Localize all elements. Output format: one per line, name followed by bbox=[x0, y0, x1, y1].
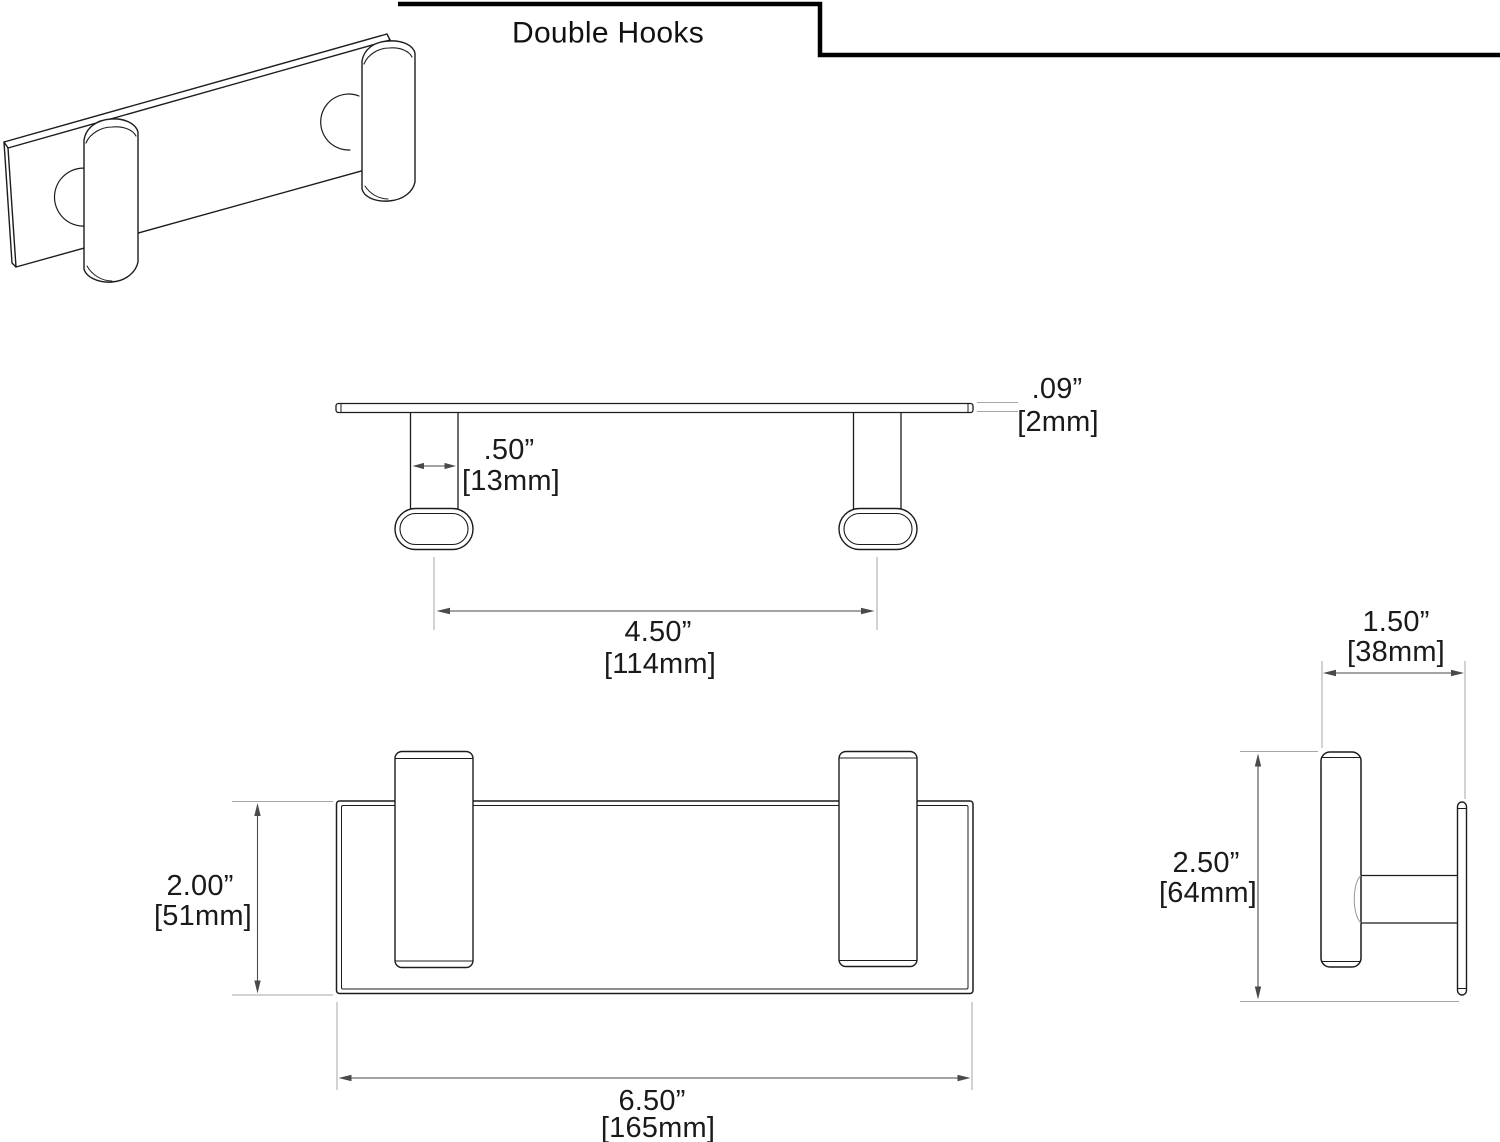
front-view-drawing bbox=[335, 750, 974, 995]
title-block-border bbox=[398, 1, 1500, 58]
front-view-dimension-lines bbox=[254, 803, 971, 1082]
side-view-drawing bbox=[1320, 751, 1468, 996]
dim-hook-height-inches: 2.50” bbox=[1172, 846, 1240, 879]
top-view-drawing bbox=[335, 402, 974, 551]
dim-hook-width-metric: [13mm] bbox=[462, 464, 560, 497]
page-title: Double Hooks bbox=[511, 16, 705, 50]
rear-hook-body bbox=[361, 40, 416, 202]
isometric-view-drawing bbox=[3, 33, 416, 283]
dim-plate-height-inches: 2.00” bbox=[166, 869, 234, 902]
rear-hook-post bbox=[320, 93, 360, 151]
dim-plate-thickness-metric: [2mm] bbox=[1017, 405, 1099, 438]
dim-plate-thickness-inches: .09” bbox=[1031, 372, 1083, 405]
front-view-extension-lines bbox=[232, 801, 973, 1090]
dim-plate-height-metric: [51mm] bbox=[154, 899, 252, 932]
dim-hook-spacing-metric: [114mm] bbox=[603, 647, 717, 680]
front-hook-body bbox=[83, 118, 139, 283]
dim-hook-width-inches: .50” bbox=[483, 433, 535, 466]
dim-hook-projection-metric: [38mm] bbox=[1347, 635, 1445, 668]
top-view-extension-lines bbox=[433, 402, 1018, 630]
side-view-dimension-lines bbox=[1254, 669, 1464, 1000]
dim-hook-height-metric: [64mm] bbox=[1159, 876, 1257, 909]
dim-plate-width-metric: [165mm] bbox=[600, 1111, 716, 1142]
dim-plate-width-inches: 6.50” bbox=[618, 1084, 686, 1117]
dim-hook-projection-inches: 1.50” bbox=[1362, 605, 1430, 638]
side-view-extension-lines bbox=[1240, 661, 1466, 1002]
dim-hook-spacing-inches: 4.50” bbox=[624, 615, 692, 648]
top-view-dimension-lines bbox=[412, 462, 875, 615]
